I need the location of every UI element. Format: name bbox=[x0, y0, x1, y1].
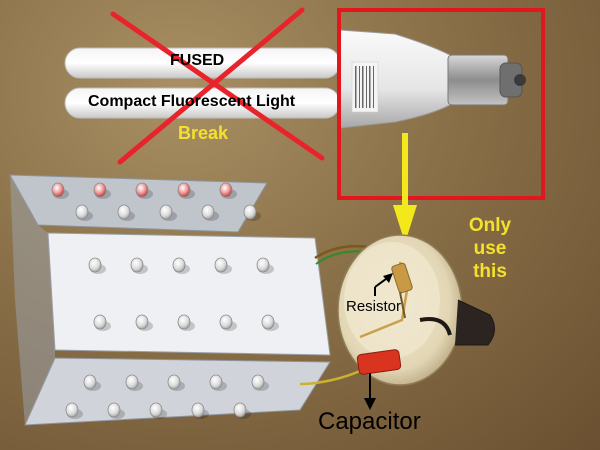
led bbox=[107, 402, 125, 419]
led bbox=[125, 374, 143, 391]
resistor-label: Resistor bbox=[346, 298, 402, 315]
led bbox=[135, 182, 153, 199]
resistor-pointer bbox=[374, 273, 393, 296]
capacitor-pointer bbox=[364, 373, 376, 410]
only-use-this-line-1: Only bbox=[468, 215, 512, 236]
cfl-label: Compact Fluorescent Light bbox=[88, 93, 296, 110]
capacitor-component bbox=[356, 349, 402, 375]
led bbox=[83, 374, 101, 391]
led bbox=[93, 182, 111, 199]
only-use-this-label: Only use this bbox=[455, 214, 525, 283]
capacitor-label: Capacitor bbox=[318, 408, 421, 435]
led bbox=[191, 402, 209, 419]
led bbox=[233, 402, 251, 419]
led bbox=[65, 402, 83, 419]
led bbox=[219, 182, 237, 199]
break-label: Break bbox=[178, 123, 229, 143]
led bbox=[172, 257, 190, 274]
led bbox=[88, 257, 106, 274]
led bbox=[135, 314, 153, 331]
lamp-holder-housing bbox=[337, 234, 495, 386]
led bbox=[51, 182, 69, 199]
led bbox=[130, 257, 148, 274]
highlight-box bbox=[337, 8, 545, 200]
led bbox=[201, 204, 219, 221]
led bbox=[214, 257, 232, 274]
led-array bbox=[51, 182, 279, 419]
led bbox=[219, 314, 237, 331]
led bbox=[177, 314, 195, 331]
only-use-this-line-3: this bbox=[473, 261, 507, 282]
led bbox=[251, 374, 269, 391]
cfl-bayonet-cap bbox=[447, 54, 526, 106]
led bbox=[93, 314, 111, 331]
led bbox=[256, 257, 274, 274]
led bbox=[167, 374, 185, 391]
led bbox=[75, 204, 93, 221]
led bbox=[261, 314, 279, 331]
only-use-this-line-2: use bbox=[473, 238, 507, 259]
led bbox=[243, 204, 261, 221]
led bbox=[177, 182, 195, 199]
fused-label: FUSED bbox=[170, 52, 225, 69]
cfl-base bbox=[339, 29, 451, 129]
resistor-component bbox=[399, 291, 406, 319]
led bbox=[159, 204, 177, 221]
downward-arrow bbox=[393, 133, 417, 243]
led bbox=[117, 204, 135, 221]
cross-out-mark bbox=[110, 7, 325, 165]
led bbox=[209, 374, 227, 391]
led bbox=[149, 402, 167, 419]
